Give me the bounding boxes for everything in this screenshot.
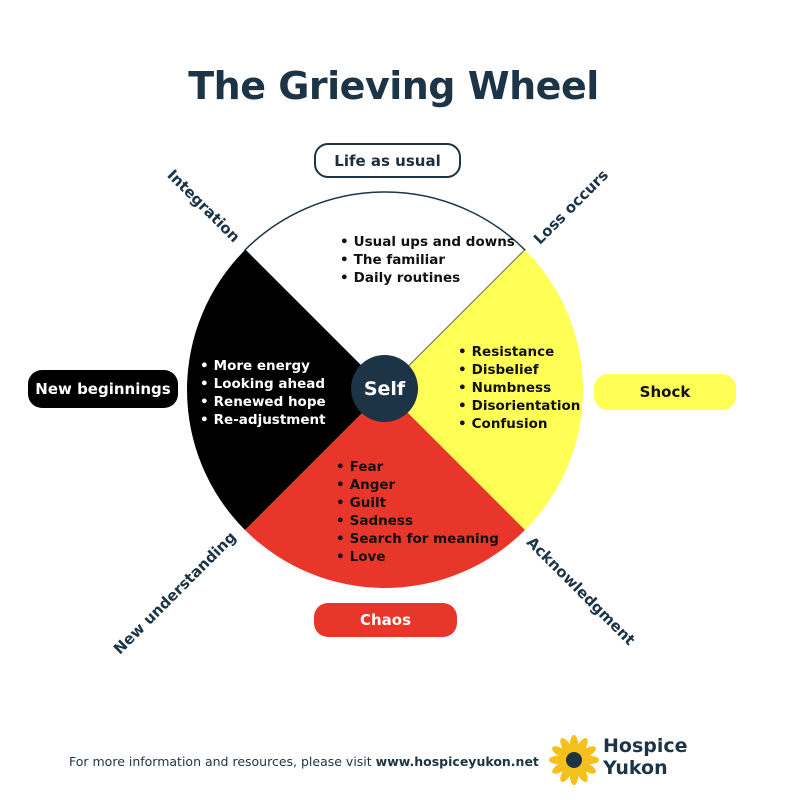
sunflower-icon <box>549 735 599 785</box>
stage-shock: Shock <box>594 374 736 410</box>
list-item: Re-adjustment <box>200 411 326 429</box>
logo-text-yukon: Yukon <box>603 757 668 779</box>
list-item: Sadness <box>336 512 499 530</box>
footer-text: For more information and resources, plea… <box>69 754 539 769</box>
quadrant-top-list: Usual ups and downs The familiar Daily r… <box>340 233 515 287</box>
list-item: Disbelief <box>458 361 580 379</box>
list-item: Renewed hope <box>200 393 326 411</box>
page-title: The Grieving Wheel <box>188 64 599 108</box>
list-item: Daily routines <box>340 269 515 287</box>
quadrant-left-list: More energy Looking ahead Renewed hope R… <box>200 357 326 429</box>
list-item: Anger <box>336 476 499 494</box>
list-item: Love <box>336 548 499 566</box>
logo-text-hospice: Hospice <box>603 735 688 757</box>
list-item: Numbness <box>458 379 580 397</box>
list-item: Looking ahead <box>200 375 326 393</box>
center-self: Self <box>351 355 418 422</box>
list-item: Search for meaning <box>336 530 499 548</box>
list-item: The familiar <box>340 251 515 269</box>
footer-link[interactable]: www.hospiceyukon.net <box>375 754 539 769</box>
list-item: Disorientation <box>458 397 581 415</box>
stage-life-as-usual: Life as usual <box>314 143 461 178</box>
footer-message: For more information and resources, plea… <box>69 754 376 769</box>
list-item: More energy <box>200 357 326 375</box>
list-item: Confusion <box>458 415 580 433</box>
stage-chaos: Chaos <box>314 603 457 637</box>
list-item: Guilt <box>336 494 499 512</box>
quadrant-right-list: Resistance Disbelief Numbness Disorienta… <box>458 343 581 433</box>
list-item: Resistance <box>458 343 580 361</box>
list-item: Fear <box>336 458 499 476</box>
quadrant-bottom-list: Fear Anger Guilt Sadness Search for mean… <box>336 458 499 566</box>
list-item: Usual ups and downs <box>340 233 515 251</box>
stage-new-beginnings: New beginnings <box>28 370 178 408</box>
